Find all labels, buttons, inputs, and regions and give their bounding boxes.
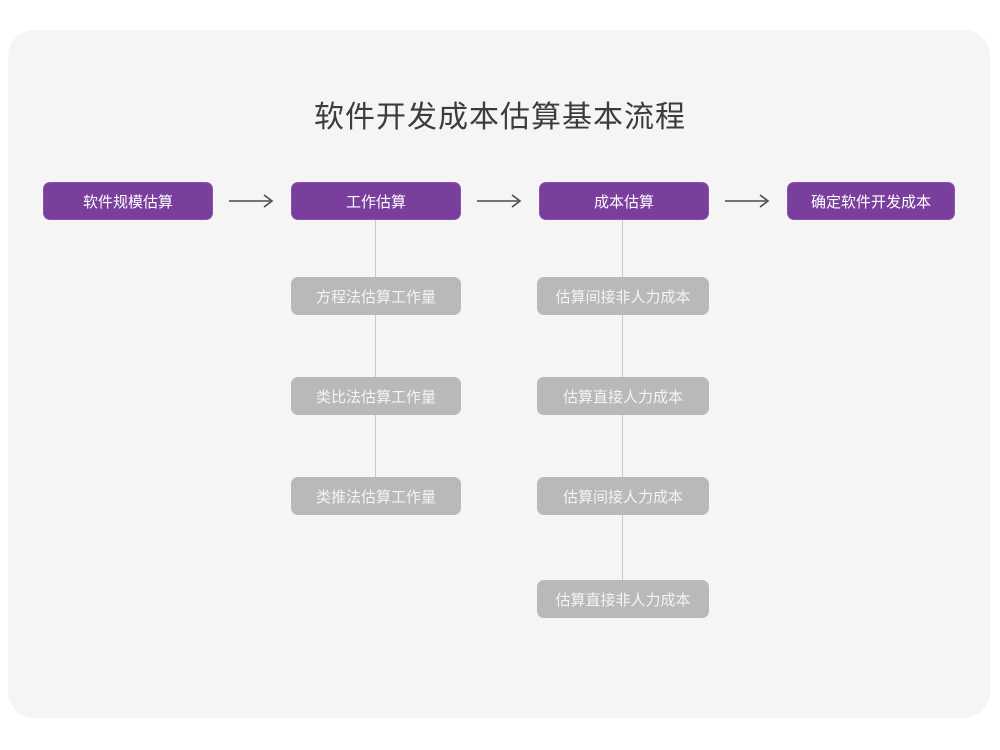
node-label: 方程法估算工作量 <box>315 288 436 306</box>
node-stage-1[interactable]: 软件规模估算 <box>43 182 213 220</box>
node-stage-3-substep-4[interactable]: 估算直接非人力成本 <box>537 580 709 618</box>
node-stage-3-substep-2[interactable]: 估算直接人力成本 <box>537 377 709 415</box>
node-label: 估算间接非人力成本 <box>555 288 691 306</box>
node-label: 工作估算 <box>345 193 406 211</box>
node-stage-2[interactable]: 工作估算 <box>291 182 461 220</box>
node-stage-2-substep-1[interactable]: 方程法估算工作量 <box>291 277 461 315</box>
node-stage-2-substep-3[interactable]: 类推法估算工作量 <box>291 477 461 515</box>
node-label: 成本估算 <box>593 193 654 211</box>
arrow-right-icon-1 <box>228 188 278 214</box>
node-label: 确定软件开发成本 <box>810 193 931 211</box>
diagram-card <box>8 30 990 718</box>
node-label: 估算直接人力成本 <box>562 388 683 406</box>
node-stage-4[interactable]: 确定软件开发成本 <box>787 182 955 220</box>
node-label: 估算直接非人力成本 <box>555 591 691 609</box>
node-stage-2-substep-2[interactable]: 类比法估算工作量 <box>291 377 461 415</box>
node-stage-3-substep-1[interactable]: 估算间接非人力成本 <box>537 277 709 315</box>
node-label: 类推法估算工作量 <box>315 488 436 506</box>
arrow-right-icon-2 <box>476 188 526 214</box>
arrow-right-icon-3 <box>724 188 774 214</box>
node-stage-3-substep-3[interactable]: 估算间接人力成本 <box>537 477 709 515</box>
node-label: 软件规模估算 <box>82 193 173 211</box>
node-label: 类比法估算工作量 <box>315 388 436 406</box>
node-stage-3[interactable]: 成本估算 <box>539 182 709 220</box>
page-title: 软件开发成本估算基本流程 <box>314 101 686 134</box>
connector-col2 <box>375 220 376 498</box>
node-label: 估算间接人力成本 <box>562 488 683 506</box>
